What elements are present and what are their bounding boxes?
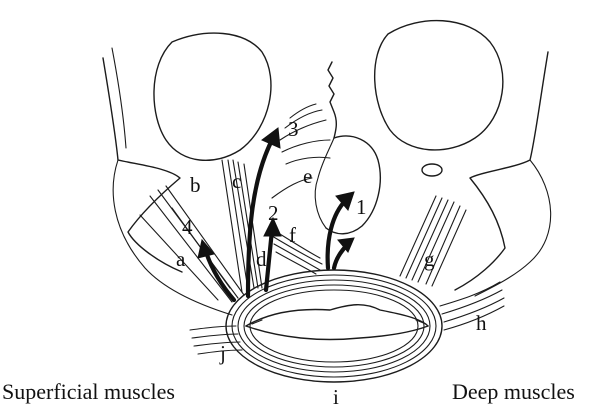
label-b: b	[190, 173, 201, 197]
label-i: i	[333, 385, 339, 409]
pubic-symphysis	[328, 62, 336, 138]
urethral-bulge-left	[315, 138, 334, 228]
caption-superficial-muscles: Superficial muscles	[2, 379, 175, 405]
label-3: 3	[288, 117, 299, 141]
caption-deep-muscles: Deep muscles	[452, 379, 575, 405]
label-c: c	[232, 169, 241, 193]
label-4: 4	[182, 215, 193, 239]
small-foramen	[422, 164, 442, 176]
label-d: d	[256, 247, 267, 271]
label-g: g	[424, 247, 435, 271]
left-bone-ring	[154, 33, 271, 160]
right-side-curve	[475, 160, 551, 296]
left-pelvic-outline	[103, 58, 182, 272]
label-f: f	[289, 223, 296, 247]
label-h: h	[476, 311, 487, 335]
label-2: 2	[268, 201, 279, 225]
right-bone-ring	[375, 21, 503, 150]
label-e: e	[303, 164, 312, 188]
sphincter-rings	[226, 270, 442, 382]
arrow-4	[198, 240, 234, 300]
e-muscle-fibers	[272, 104, 330, 198]
arrow-1	[328, 192, 354, 268]
right-pelvic-outline	[455, 52, 548, 290]
label-a: a	[176, 247, 186, 271]
j-muscle-fibers	[190, 326, 242, 354]
h-muscle-fibers	[440, 282, 504, 330]
label-j: j	[219, 341, 226, 365]
label-1: 1	[356, 195, 367, 219]
g-muscle-fibers	[400, 196, 466, 286]
